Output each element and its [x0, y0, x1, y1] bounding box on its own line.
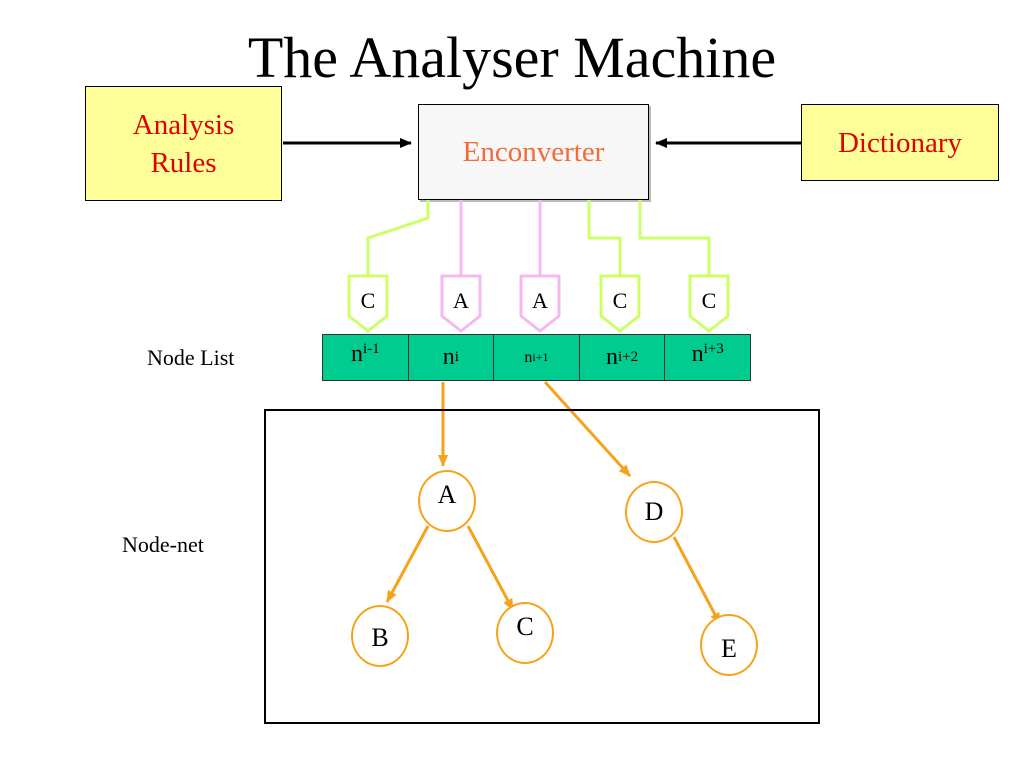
page-title: The Analyser Machine	[247, 25, 777, 90]
analysis-rules-box: Analysis Rules	[85, 86, 282, 201]
tree-node-b: B	[351, 605, 409, 667]
port-label-4: C	[612, 288, 628, 313]
node-net-label: Node-net	[122, 532, 204, 557]
condition-wire-3	[638, 200, 711, 276]
action-port-2	[519, 274, 561, 333]
enconverter-label: Enconverter	[462, 135, 605, 168]
condition-port-2	[599, 274, 641, 333]
tree-node-c: C	[496, 602, 554, 664]
port-label-5: C	[701, 288, 717, 313]
node-net-frame	[264, 409, 820, 724]
condition-wire-1	[366, 200, 430, 276]
a-to-b-edge	[385, 525, 430, 603]
action-port-1	[440, 274, 482, 333]
tree-node-a: A	[418, 470, 476, 532]
condition-port-3	[688, 274, 730, 333]
port-label-1: C	[360, 288, 376, 313]
node-list-label: Node List	[147, 345, 235, 370]
condition-wire-2	[587, 200, 622, 276]
dictionary-box: Dictionary	[801, 104, 999, 181]
ni1-to-d-arrow	[543, 380, 632, 478]
analysis-rules-line1: Analysis	[132, 108, 235, 141]
tree-node-e: E	[700, 614, 758, 676]
enconverter-box: Enconverter	[418, 104, 649, 200]
condition-port-1	[347, 274, 389, 333]
tree-node-d: D	[625, 481, 683, 543]
d-to-e-edge	[672, 536, 722, 625]
port-label-2: A	[453, 288, 469, 313]
analysis-rules-line2: Rules	[150, 146, 217, 179]
a-to-c-edge	[466, 525, 515, 611]
port-label-3: A	[532, 288, 548, 313]
dictionary-label: Dictionary	[837, 126, 962, 159]
